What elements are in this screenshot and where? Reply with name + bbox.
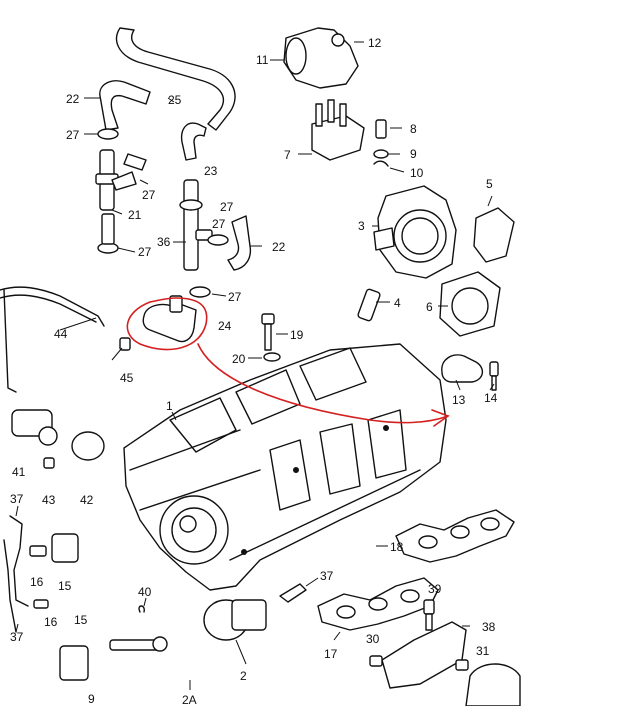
callout-38: 38 <box>482 620 496 634</box>
callout-20: 20 <box>232 352 246 366</box>
callout-4: 4 <box>394 296 401 310</box>
callout-41: 41 <box>12 465 26 479</box>
intake-manifold <box>123 343 447 591</box>
callout-44: 44 <box>54 327 68 341</box>
callout-27-a: 27 <box>66 128 80 142</box>
callout-40: 40 <box>138 585 152 599</box>
callout-9-b: 9 <box>88 692 95 706</box>
callout-21: 21 <box>128 208 142 222</box>
callout-23: 23 <box>204 164 218 178</box>
callout-45: 45 <box>120 371 134 385</box>
callout-3: 3 <box>358 219 365 233</box>
callout-37-b: 37 <box>320 569 334 583</box>
callout-11: 11 <box>256 53 269 67</box>
annotation-circle <box>126 297 208 351</box>
annotation-arrow-head <box>431 409 450 427</box>
actuator-assembly <box>283 27 389 167</box>
callout-36: 36 <box>157 235 171 249</box>
callout-2: 2 <box>240 669 247 683</box>
callout-9: 9 <box>410 147 417 161</box>
callout-13: 13 <box>452 393 466 407</box>
callout-37-c: 37 <box>10 630 24 644</box>
callout-18: 18 <box>390 540 404 554</box>
annotation-arrow-line <box>197 343 449 424</box>
callout-5: 5 <box>486 177 493 191</box>
callout-15-a: 15 <box>58 579 72 593</box>
callout-16-a: 16 <box>30 575 44 589</box>
callout-labels: 25 22 27 27 23 21 27 27 36 27 22 27 24 4… <box>10 36 498 706</box>
callout-27-b: 27 <box>142 188 156 202</box>
callout-22-right: 22 <box>272 240 286 254</box>
callout-25: 25 <box>168 93 182 107</box>
pcv-valve-group <box>95 128 252 298</box>
callout-37-a: 37 <box>10 492 24 506</box>
callout-8: 8 <box>410 122 417 136</box>
callout-15-b: 15 <box>74 613 88 627</box>
left-hoses-and-valves <box>0 286 131 681</box>
callout-6: 6 <box>426 300 433 314</box>
red-annotation <box>126 297 450 427</box>
callout-2A: 2A <box>182 693 197 706</box>
elbow-connector-24 <box>142 295 197 343</box>
callout-43: 43 <box>42 493 56 507</box>
callout-22-top: 22 <box>66 92 80 106</box>
callout-1: 1 <box>166 399 173 413</box>
manifold-gaskets <box>317 509 515 631</box>
throttle-body <box>357 185 515 337</box>
callout-12: 12 <box>368 36 382 50</box>
callout-16-b: 16 <box>44 615 58 629</box>
callout-24: 24 <box>218 319 232 333</box>
callout-27-f: 27 <box>228 290 242 304</box>
callout-10: 10 <box>410 166 424 180</box>
callout-7: 7 <box>284 148 291 162</box>
callout-27-c: 27 <box>220 200 234 214</box>
callout-30: 30 <box>366 632 380 646</box>
leader-lines <box>15 41 495 690</box>
callout-17: 17 <box>324 647 338 661</box>
breather-hose-assembly <box>99 27 236 161</box>
callout-14: 14 <box>484 391 498 405</box>
callout-27-e: 27 <box>138 245 152 259</box>
callout-27-d: 27 <box>212 217 226 231</box>
callout-39: 39 <box>428 582 442 596</box>
callout-19: 19 <box>290 328 304 342</box>
callout-31: 31 <box>476 644 490 658</box>
lower-bracket <box>369 599 521 706</box>
sensor-group <box>109 583 307 652</box>
fasteners <box>261 313 499 391</box>
callout-42: 42 <box>80 493 94 507</box>
